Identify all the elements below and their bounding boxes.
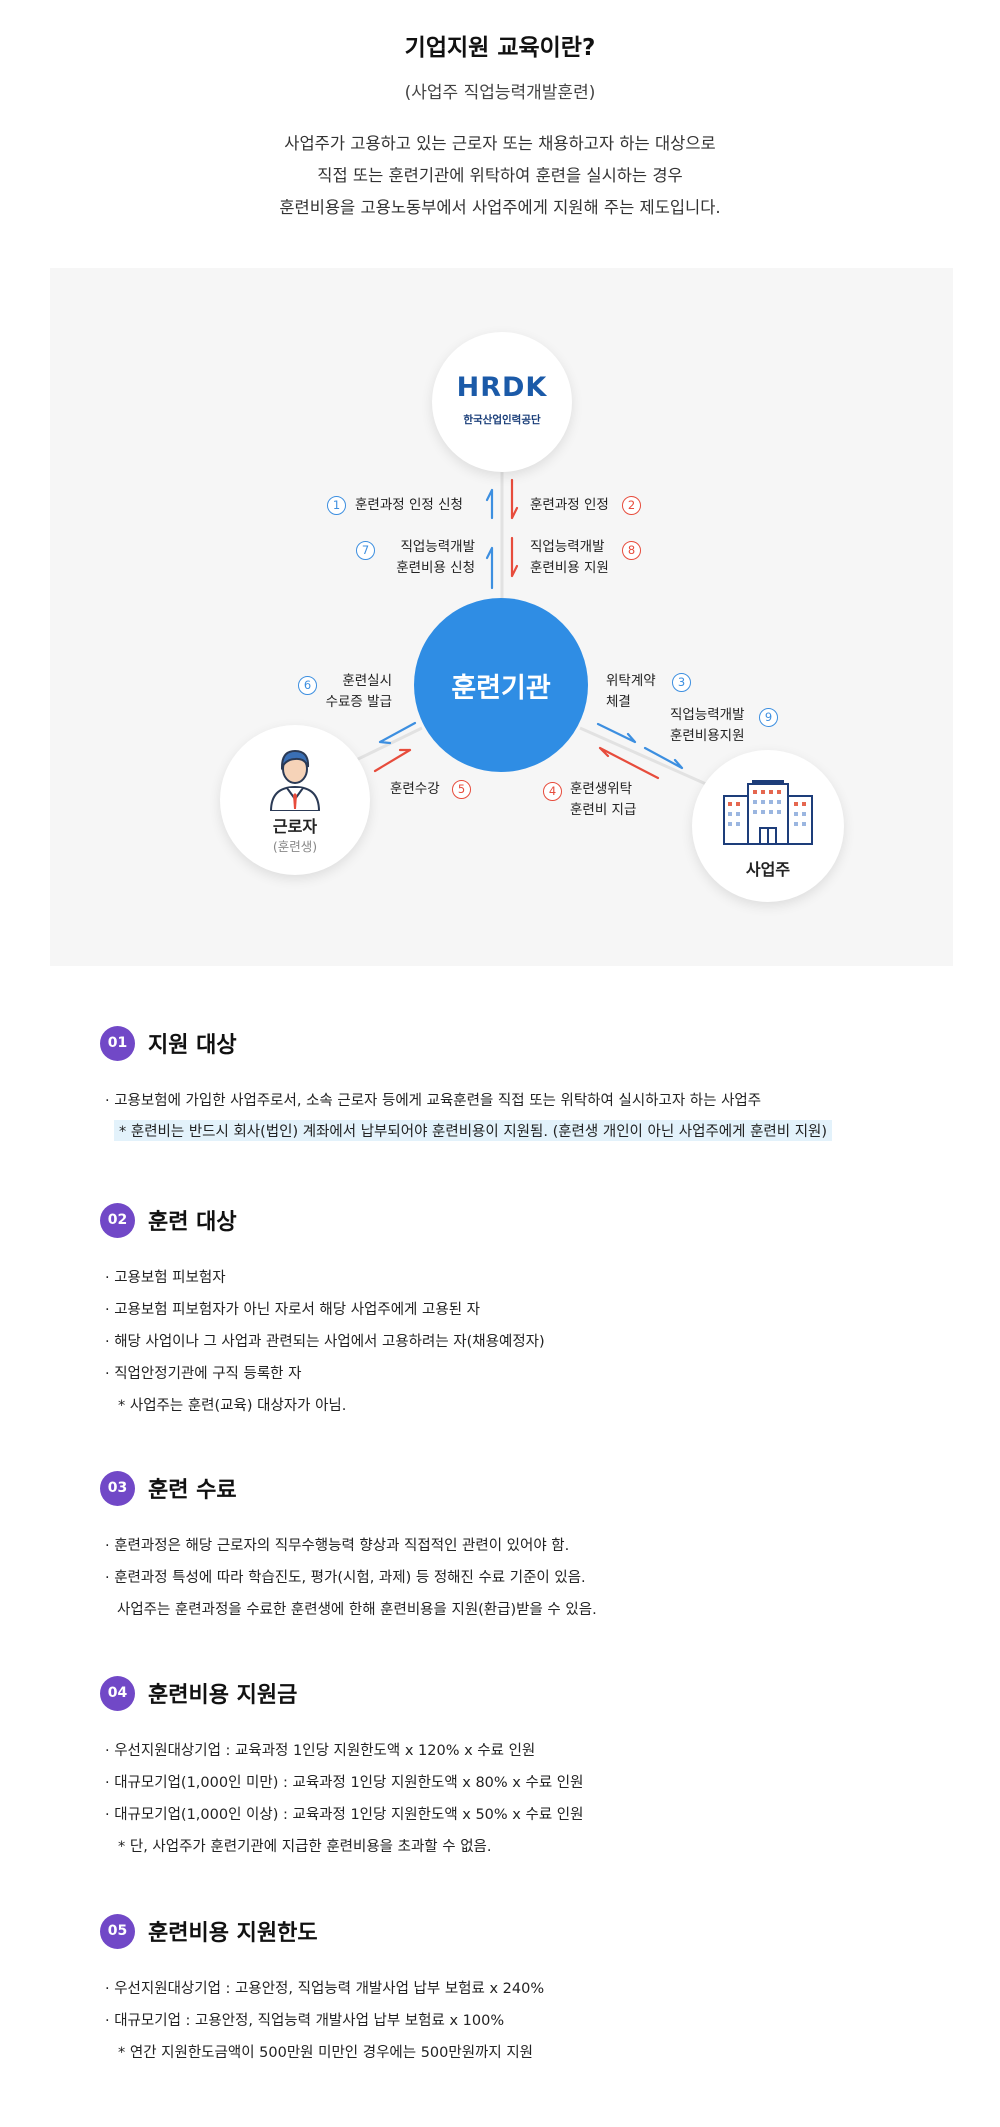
worker-name: 근로자 (272, 817, 318, 836)
section-line: · 대규모기업 : 고용안정, 직업능력 개발사업 납부 보험료 x 100% (105, 2013, 505, 2029)
intro-desc-line: 훈련비용을 고용노동부에서 사업주에게 지원해 주는 제도입니다. (279, 198, 721, 217)
section-number-badge: 03 (100, 1470, 135, 1506)
section-title: 훈련 수료 (148, 1478, 237, 1503)
section-number-badge: 05 (100, 1913, 135, 1949)
section-line: · 대규모기업(1,000인 이상) : 교육과정 1인당 지원한도액 x 50… (105, 1807, 584, 1823)
step-label: 훈련수강 (390, 781, 440, 797)
training-institution-circle: 훈련기관 (414, 598, 588, 772)
section-header: 02 훈련 대상 (100, 1202, 237, 1238)
step-label: 훈련비용 지원 (530, 560, 609, 576)
worker-sub: (훈련생) (272, 839, 318, 854)
company-circle: 사업주 (692, 750, 844, 902)
step-label: 훈련비 지급 (570, 802, 637, 818)
step-number: 1 (327, 496, 346, 515)
arrow-left-icon (378, 721, 417, 745)
section-note: * 연간 지원한도금액이 500만원 미만인 경우에는 500만원까지 지원 (118, 2045, 534, 2061)
section-number-badge: 04 (100, 1675, 135, 1711)
section-line: · 우선지원대상기업 : 고용안정, 직업능력 개발사업 납부 보험료 x 24… (105, 1981, 545, 1997)
section-line: · 대규모기업(1,000인 미만) : 교육과정 1인당 지원한도액 x 80… (105, 1775, 584, 1791)
step-label: 훈련과정 인정 신청 (355, 497, 463, 513)
arrow-right-icon (373, 748, 412, 773)
section-line: · 직업안정기관에 구직 등록한 자 (105, 1366, 302, 1382)
step-number: 3 (672, 673, 691, 692)
step-number: 9 (759, 708, 778, 727)
section-line: · 고용보험에 가입한 사업주로서, 소속 근로자 등에게 교육훈련을 직접 또… (105, 1093, 762, 1109)
arrow-right-icon (596, 722, 637, 744)
worker-circle: 근로자 (훈련생) (220, 725, 370, 875)
building-icon (723, 780, 813, 845)
section-line: · 우선지원대상기업 : 교육과정 1인당 지원한도액 x 120% x 수료 … (105, 1743, 536, 1759)
arrow-right-icon (643, 746, 684, 770)
section-training-target: 02 훈련 대상 · 고용보험 피보험자 · 고용보험 피보험자가 아닌 자로서… (100, 1202, 920, 1432)
section-header: 04 훈련비용 지원금 (100, 1675, 297, 1711)
diagram-arrows (349, 472, 716, 790)
section-title: 훈련비용 지원한도 (148, 1921, 318, 1946)
highlight-note: * 훈련비는 반드시 회사(법인) 계좌에서 납부되어야 훈련비용이 지원됨. … (114, 1120, 833, 1141)
step-label: 훈련과정 인정 (530, 497, 609, 513)
hrdk-logo: HRDK (456, 372, 548, 403)
hrdk-name: 한국산업인력공단 (463, 414, 541, 426)
section-training-cost-subsidy: 04 훈련비용 지원금 · 우선지원대상기업 : 교육과정 1인당 지원한도액 … (100, 1675, 920, 1870)
company-name: 사업주 (745, 860, 791, 879)
connector-line (349, 726, 423, 765)
step-label: 체결 (606, 694, 631, 710)
step-label: 직업능력개발 (530, 539, 605, 555)
step-label: 훈련비용 신청 (396, 560, 475, 576)
intro-desc-line: 직접 또는 훈련기관에 위탁하여 훈련을 실시하는 경우 (317, 166, 683, 185)
step-label: 위탁계약 (606, 673, 656, 689)
arrow-up-icon (485, 546, 494, 590)
arrow-left-icon (598, 746, 660, 780)
step-label: 직업능력개발 (400, 539, 475, 555)
section-training-completion: 03 훈련 수료 · 훈련과정은 해당 근로자의 직무수행능력 향상과 직접적인… (100, 1470, 920, 1630)
training-institution-label: 훈련기관 (451, 672, 551, 704)
section-line: · 훈련과정 특성에 따라 학습진도, 평가(시험, 과제) 등 정해진 수료 … (105, 1570, 586, 1586)
worker-icon (269, 749, 321, 811)
connector-line (579, 726, 716, 790)
section-note: * 단, 사업주가 훈련기관에 지급한 훈련비용을 초과할 수 없음. (118, 1839, 492, 1855)
step-number: 8 (622, 541, 641, 560)
section-line: 사업주는 훈련과정을 수료한 훈련생에 한해 훈련비용을 지원(환급)받을 수 … (117, 1602, 597, 1618)
section-number-badge: 01 (100, 1025, 135, 1061)
arrow-down-icon (510, 536, 519, 578)
page-subtitle: (사업주 직업능력개발훈련) (404, 83, 596, 103)
step-number: 4 (543, 782, 562, 801)
section-number-badge: 02 (100, 1202, 135, 1238)
step-label: 훈련실시 (342, 673, 392, 689)
intro-desc-line: 사업주가 고용하고 있는 근로자 또는 채용하고자 하는 대상으로 (284, 134, 716, 153)
section-line: · 해당 사업이나 그 사업과 관련되는 사업에서 고용하려는 자(채용예정자) (105, 1334, 545, 1350)
step-number: 6 (298, 676, 317, 695)
process-diagram: HRDK 한국산업인력공단 훈련기관 근로자 (훈련생) (50, 268, 953, 966)
section-line: · 훈련과정은 해당 근로자의 직무수행능력 향상과 직접적인 관련이 있어야 … (105, 1538, 570, 1554)
section-support-target: 01 지원 대상 · 고용보험에 가입한 사업주로서, 소속 근로자 등에게 교… (100, 1025, 920, 1145)
step-number: 5 (452, 780, 471, 799)
arrow-down-icon (510, 478, 519, 520)
hrdk-circle: HRDK 한국산업인력공단 (432, 332, 572, 472)
arrow-up-icon (485, 488, 494, 520)
page-title: 기업지원 교육이란? (404, 35, 596, 61)
step-label: 훈련비용지원 (670, 728, 745, 744)
section-title: 훈련비용 지원금 (148, 1683, 298, 1708)
section-line: · 고용보험 피보험자가 아닌 자로서 해당 사업주에게 고용된 자 (105, 1302, 480, 1318)
section-note: * 사업주는 훈련(교육) 대상자가 아님. (118, 1398, 347, 1414)
step-label: 수료증 발급 (325, 694, 392, 710)
section-line: · 고용보험 피보험자 (105, 1270, 226, 1286)
section-training-cost-limit: 05 훈련비용 지원한도 · 우선지원대상기업 : 고용안정, 직업능력 개발사… (100, 1913, 920, 2078)
step-number: 7 (356, 541, 375, 560)
step-label: 훈련생위탁 (570, 781, 633, 797)
section-header: 01 지원 대상 (100, 1025, 237, 1061)
section-title: 훈련 대상 (148, 1210, 237, 1235)
section-title: 지원 대상 (148, 1033, 237, 1058)
section-header: 03 훈련 수료 (100, 1470, 237, 1506)
section-header: 05 훈련비용 지원한도 (100, 1913, 318, 1949)
step-number: 2 (622, 496, 641, 515)
step-label: 직업능력개발 (670, 707, 745, 723)
